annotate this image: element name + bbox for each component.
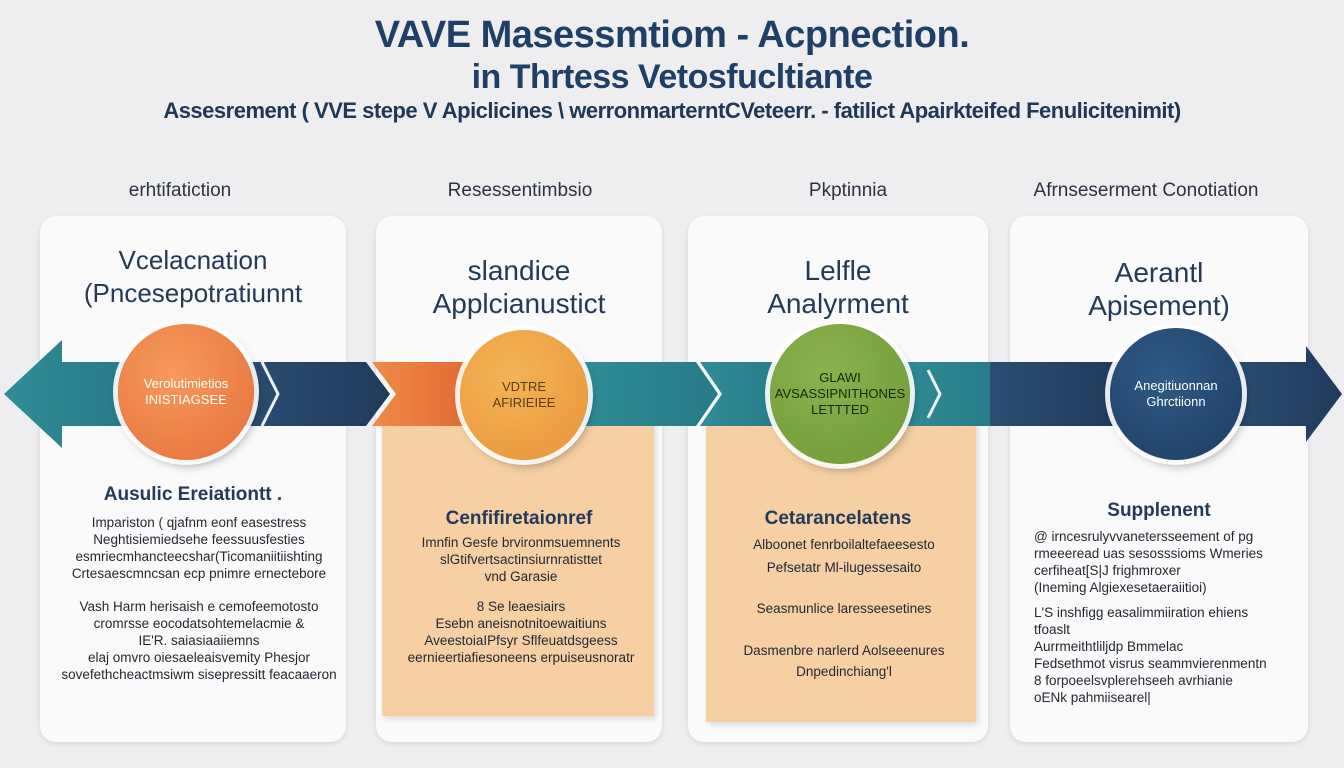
text-line: eernieertiafiesoneens erpuiseusnoratr: [407, 650, 635, 665]
step-2-paragraph-a: Imnfin Gesfe brvironmsuemnents slGtifver…: [396, 534, 646, 585]
text-line: sovefethcheactmsiwm sisepressitt feacaae…: [61, 667, 337, 682]
card-heading-line-1: Lelfle: [804, 255, 872, 286]
arrow-segment-2: [372, 362, 466, 426]
step-card-4: Aerantl Apisement): [1010, 216, 1308, 742]
circle-text: AVSASSIPNITHONES: [774, 386, 906, 401]
text-line: Dasmenbre narlerd Aolseeenures: [743, 643, 945, 658]
text-line: 8 forpoeelsvplerehseeh avrhianie: [1034, 673, 1233, 688]
step-1-paragraph-a: Impariston ( qjafnm eonf easestress Negh…: [54, 514, 344, 582]
arrow-segment-3: [580, 362, 718, 426]
card-heading-line-1: Aerantl: [1114, 257, 1204, 288]
card-heading: Lelfle Analyrment: [688, 254, 988, 320]
text-line: Impariston ( qjafnm eonf easestress: [91, 515, 307, 530]
step-card-1: Vcelacnation (Pncesepotratiunnt: [40, 216, 346, 742]
text-line: @ irncesrulyvvanetersseement of pg: [1034, 529, 1254, 544]
circle-text: Ghrctiionn: [1146, 394, 1206, 409]
circle-text: INISTIAGSEE: [145, 392, 227, 407]
step-label-2: Resessentimbsio: [447, 180, 593, 201]
text-line: L'S inshfigg easalimmiiration ehiens: [1034, 605, 1249, 620]
section-title: Cetarancelatens: [764, 508, 912, 529]
step-4-paragraph-b: L'S inshfigg easalimmiiration ehiens tfo…: [1034, 604, 1300, 706]
text-line: 8 Se leaesiairs: [476, 599, 566, 614]
text-line: Crtesaescmncsan ecp pnimre ernectebore: [71, 566, 327, 581]
diagram-subtitle: Assesrement ( VVE stepe V Apiclicines \ …: [163, 98, 1181, 123]
text-line: IE'R. saiasiaaiiemns: [138, 633, 260, 648]
step-2-paragraph-b: 8 Se leaesiairs Esebn aneisnotnitoewaiti…: [396, 598, 646, 666]
card-heading-line-2: (Pncesepotratiunnt: [83, 278, 303, 308]
step-4-paragraph-a: @ irncesrulyvvanetersseement of pg rmeee…: [1034, 528, 1300, 596]
step-label-3: Pkptinnia: [808, 180, 888, 201]
text-line: Aurrmeithtliljdp Bmmelac: [1034, 639, 1184, 654]
text-line: vnd Garasie: [484, 569, 558, 584]
arrow-segment-5: [900, 362, 1000, 426]
text-line: Seasmunlice laresseesetines: [756, 601, 932, 616]
text-line: cerfiheat[S|J frighmroxer: [1034, 563, 1181, 578]
card-heading-line-2: Apisement): [1088, 290, 1230, 321]
circle-text: LETTTED: [811, 402, 869, 417]
text-line: Alboonet fenrboilaltefaeesesto: [753, 537, 935, 552]
chevron-icon: [926, 369, 942, 419]
card-heading-line-2: Applcianustict: [432, 288, 606, 319]
text-line: cromrsse eocodatsohtemelacmie &: [93, 616, 305, 631]
circle-text: VDTRE: [501, 379, 547, 394]
step-1-paragraph-b: Vash Harm herisaish e cemofeemotosto cro…: [54, 598, 344, 683]
step-circle-4: Anegitiuonnan Ghrctiionn: [1110, 328, 1242, 460]
circle-text: GLAWI: [819, 370, 861, 385]
text-line: elaj omvro oiesaeleaisvemity Phesjor: [87, 650, 311, 665]
arrow-segment-4: [700, 362, 788, 426]
section-title: Ausulic Ereiationtt .: [103, 484, 283, 505]
circle-text: Anegitiuonnan: [1134, 378, 1218, 393]
card-heading: Aerantl Apisement): [1010, 256, 1308, 322]
text-line: Fedsethmot visrus seammvierenmentn: [1034, 656, 1267, 671]
arrow-right-head: [1230, 346, 1342, 442]
text-line: Neghtisiemiedsehe feessuusfesties: [93, 532, 305, 547]
text-line: tfoaslt: [1034, 622, 1071, 637]
card-heading-line-1: slandice: [467, 255, 571, 286]
card-heading: slandice Applcianustict: [376, 254, 662, 320]
circle-text: Verolutimietios: [143, 376, 229, 391]
text-line: Vash Harm herisaish e cemofeemotosto: [79, 599, 319, 614]
peach-panel-2: [382, 420, 654, 716]
step-3-paragraph-b: Seasmunlice laresseesetines: [716, 600, 972, 617]
text-line: rmeeeread uas sesosssioms Wmeries: [1034, 546, 1263, 561]
text-line: Imnfin Gesfe brvironmsuemnents: [421, 535, 621, 550]
diagram-title-line-2: in Thrtess Vetosfucltiante: [471, 58, 873, 96]
peach-panel-3: [706, 420, 976, 722]
diagram-title: VAVE Masessmtiom - Acpnection.: [374, 14, 970, 56]
card-heading-line-2: Analyrment: [767, 288, 909, 319]
step-3-paragraph-c: Dasmenbre narlerd Aolseeenures Dnpedinch…: [716, 642, 972, 680]
section-title: Cenfifiretaionref: [445, 508, 593, 529]
chevron-icon: [260, 361, 280, 427]
circle-text: AFIRIEIEE: [492, 395, 556, 410]
section-title: Supplenent: [1107, 500, 1211, 521]
step-3-paragraph-a: Alboonet fenrboilaltefaeesesto Pefsetatr…: [716, 536, 972, 576]
text-line: esmriecmhancteecshar(Ticomaniitiishting: [75, 549, 323, 564]
step-label-4: Afrnseserment Conotiation: [1033, 180, 1259, 201]
arrow-left-head: [4, 340, 130, 448]
card-heading: Vcelacnation (Pncesepotratiunnt: [40, 244, 346, 310]
text-line: Pefsetatr Ml-ilugessesaito: [766, 560, 922, 575]
step-label-1: erhtifatiction: [128, 180, 232, 201]
arrow-segment-6: [990, 362, 1120, 426]
step-circle-1: Verolutimietios INISTIAGSEE: [118, 324, 254, 460]
text-line: AveestoiaIPfsyr Sflfeuatdsgeess: [424, 633, 618, 648]
text-line: Dnpedinchiang'l: [796, 664, 892, 679]
card-heading-line-1: Vcelacnation: [118, 245, 268, 275]
text-line: (Ineming Algiexesetaeraiitioi): [1034, 580, 1207, 595]
arrow-segment-1: [240, 362, 390, 426]
text-line: Esebn aneisnotnitoewaitiuns: [435, 616, 607, 631]
text-line: slGtifvertsactinsiurnratisttet: [439, 552, 603, 567]
step-circle-3: GLAWI AVSASSIPNITHONES LETTTED: [770, 324, 910, 464]
step-circle-2: VDTRE AFIRIEIEE: [460, 330, 588, 460]
text-line: oENk pahmiisearel|: [1034, 690, 1151, 705]
